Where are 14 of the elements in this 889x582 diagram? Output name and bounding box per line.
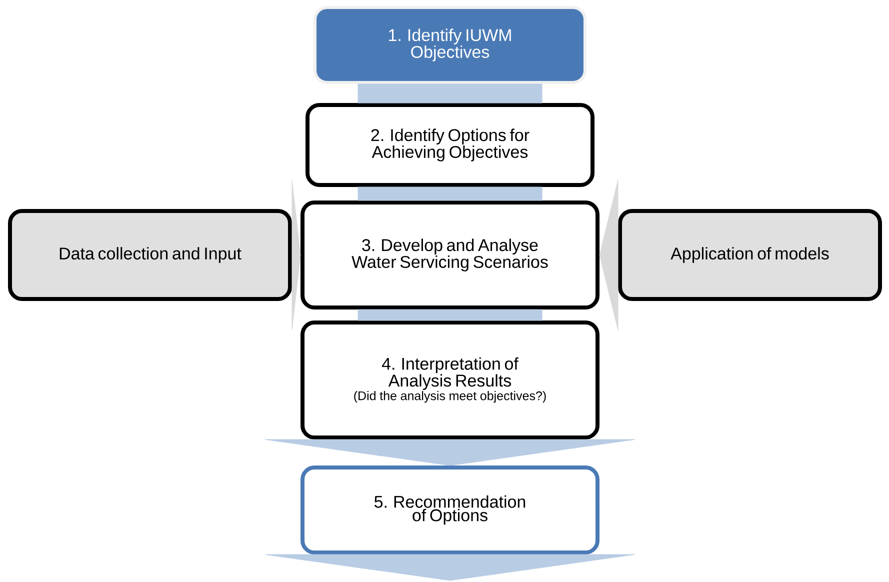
arrow (264, 439, 636, 466)
input-box: Data collection and Input (8, 209, 292, 301)
step-box: 5. Recommendation of Options (300, 466, 600, 554)
step-box: 2. Identify Options for Achieving Objectives (306, 103, 594, 187)
step-box: 4. Interpretation of Analysis Results (Did the analysis meet objectives?) (300, 320, 600, 440)
input-box: Application of models (618, 209, 882, 301)
step-box: 1. Identify IUWM Objectives (314, 6, 586, 84)
step-box: 3. Develop and Analyse Water Servicing Scenarios (300, 200, 600, 310)
connector-band (358, 309, 542, 321)
arrow (599, 180, 618, 330)
arrow (292, 180, 301, 330)
connector-band (358, 186, 542, 201)
connector-band (358, 84, 542, 104)
arrow (264, 554, 636, 581)
